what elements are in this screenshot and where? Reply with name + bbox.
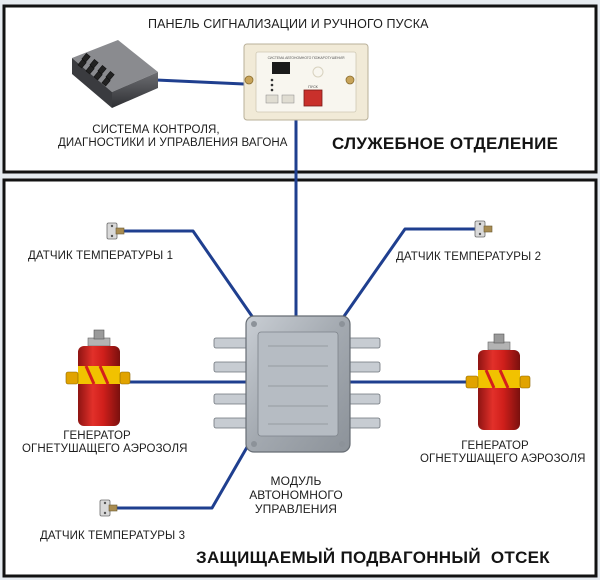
control-system-label-line2: ДИАГНОСТИКИ И УПРАВЛЕНИЯ ВАГОНА <box>58 137 288 149</box>
protected-section-title: ЗАЩИЩАЕМЫЙ ПОДВАГОННЫЙ ОТСЕК <box>196 548 550 567</box>
sensor-2-device <box>474 220 493 238</box>
wire-sensor3 <box>112 440 252 510</box>
control-module-device <box>213 315 381 453</box>
alarm-panel-button-text: ПУСК <box>308 85 318 89</box>
control-module-label-line3: УПРАВЛЕНИЯ <box>254 502 338 516</box>
wire-control-to-panel <box>154 78 246 86</box>
generator-right-device <box>465 333 531 430</box>
generator-left-label: ГЕНЕРАТОР ОГНЕТУШАЩЕГО АЭРОЗОЛЯ <box>22 430 188 456</box>
control-system-label: СИСТЕМА КОНТРОЛЯ, ДИАГНОСТИКИ И УПРАВЛЕН… <box>58 124 288 150</box>
wires <box>112 78 478 510</box>
alarm-panel-display <box>272 62 290 74</box>
generator-right-label: ГЕНЕРАТОР ОГНЕТУШАЩЕГО АЭРОЗОЛЯ <box>420 440 586 466</box>
control-module-label-line1: МОДУЛЬ <box>270 474 322 488</box>
control-system-label-line1: СИСТЕМА КОНТРОЛЯ, <box>92 124 220 136</box>
sensor-3-device <box>99 499 118 517</box>
wire-sensor2 <box>338 227 478 324</box>
sensor-3-label: ДАТЧИК ТЕМПЕРАТУРЫ 3 <box>40 530 186 542</box>
control-module-label: МОДУЛЬ АВТОНОМНОГО УПРАВЛЕНИЯ <box>236 474 356 516</box>
generator-right-label-line2: ОГНЕТУШАЩЕГО АЭРОЗОЛЯ <box>420 453 586 465</box>
sensor-1-label: ДАТЧИК ТЕМПЕРАТУРЫ 1 <box>28 250 174 262</box>
alarm-panel-label: ПАНЕЛЬ СИГНАЛИЗАЦИИ И РУЧНОГО ПУСКА <box>148 17 429 31</box>
control-system-box <box>72 40 158 108</box>
sensor-1-device <box>106 222 125 240</box>
wire-sensor1 <box>120 229 258 324</box>
sensor-2-label: ДАТЧИК ТЕМПЕРАТУРЫ 2 <box>396 251 542 263</box>
generator-left-device <box>65 329 131 426</box>
generator-left-label-line1: ГЕНЕРАТОР <box>63 430 131 442</box>
generator-right-label-line1: ГЕНЕРАТОР <box>461 440 529 452</box>
service-section-title: СЛУЖЕБНОЕ ОТДЕЛЕНИЕ <box>332 134 559 153</box>
alarm-panel-start-button <box>303 89 323 107</box>
alarm-panel-device: СИСТЕМА АВТОНОМНОГО ПОЖАРОТУШЕНИЯ ПУСК <box>243 43 369 121</box>
alarm-panel-face-text: СИСТЕМА АВТОНОМНОГО ПОЖАРОТУШЕНИЯ <box>268 56 345 60</box>
generator-left-label-line2: ОГНЕТУШАЩЕГО АЭРОЗОЛЯ <box>22 443 188 455</box>
control-module-label-line2: АВТОНОМНОГО <box>249 488 343 502</box>
